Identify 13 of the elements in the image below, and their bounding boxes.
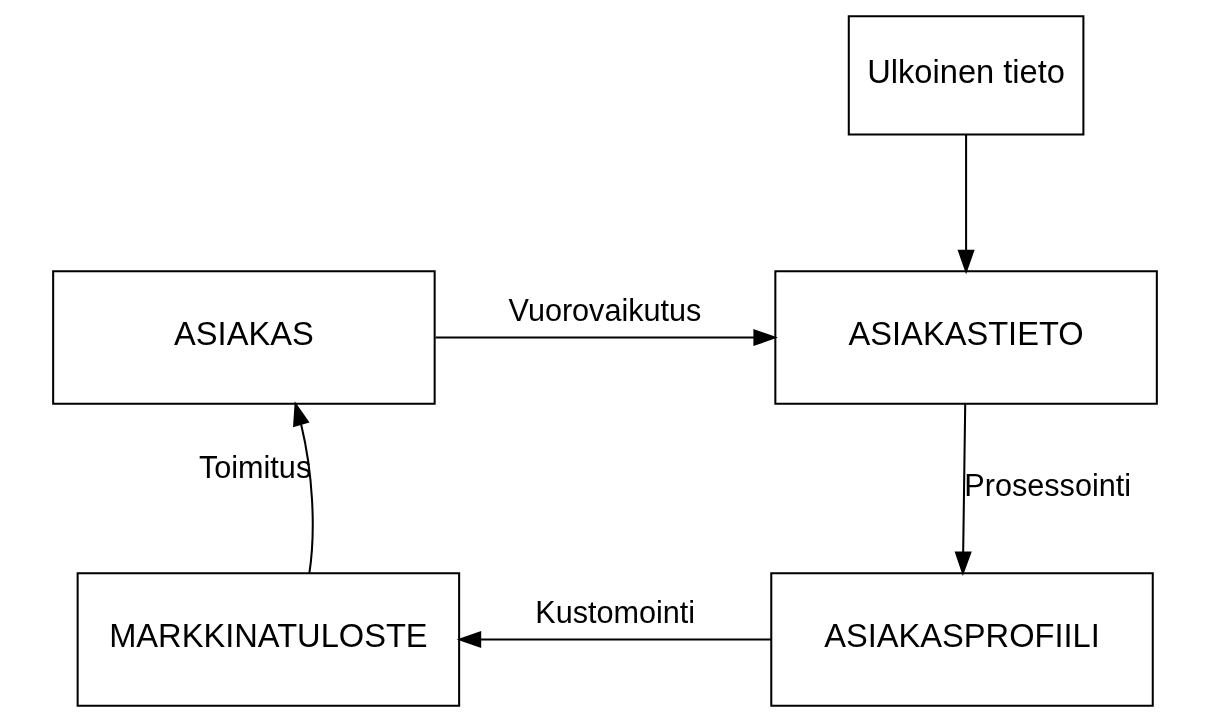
node-box: MARKKINATULOSTE [76, 572, 460, 707]
arrow [954, 404, 972, 576]
node-box: ASIAKASTIETO [773, 270, 1158, 405]
node-box: ASIAKAS [51, 270, 436, 405]
arrow [456, 630, 771, 649]
node-box: ASIAKASPROFIILI [769, 572, 1154, 707]
edge-label: Prosessointi [963, 467, 1131, 502]
arrow [957, 134, 975, 275]
arrow [292, 401, 314, 574]
edge-label: Kustomointi [534, 595, 695, 630]
node-box: Ulkoinen tieto [847, 15, 1084, 136]
arrow [435, 328, 778, 347]
edge-label: Vuorovaikutus [508, 293, 701, 328]
